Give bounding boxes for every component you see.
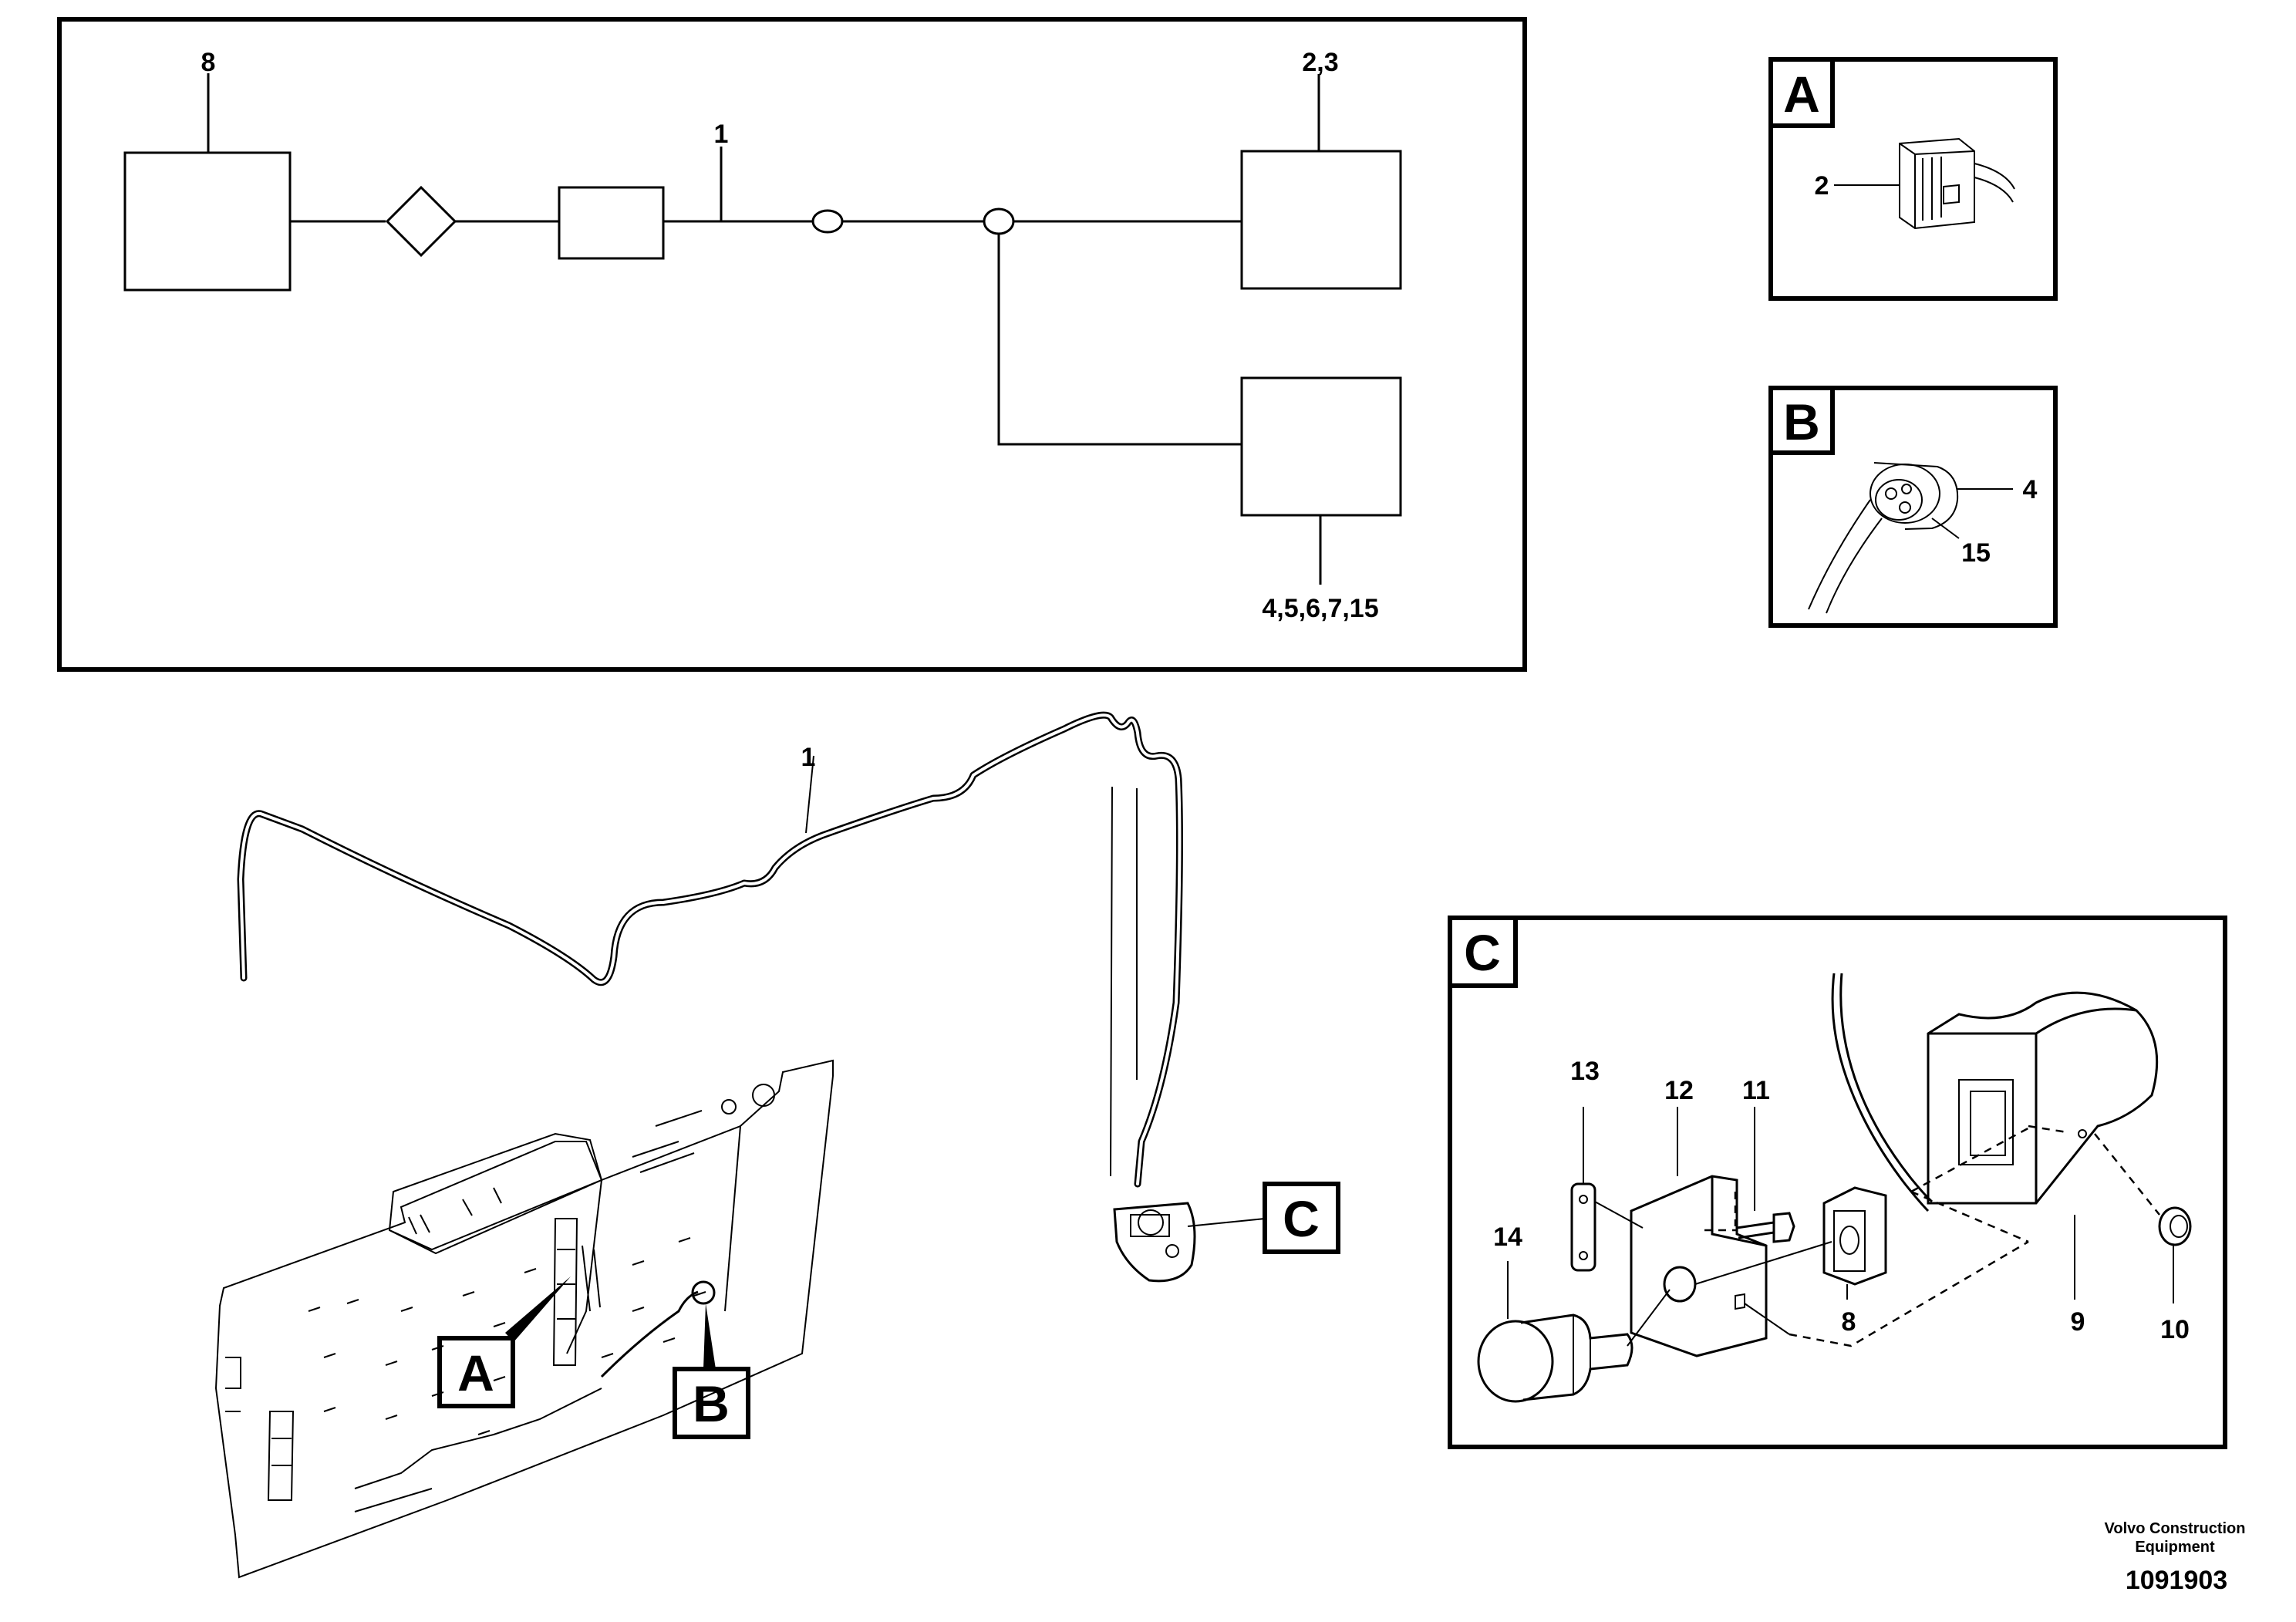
socket-icon [1808,462,1959,614]
dash-guide [1789,1240,2029,1347]
line-bracket [1744,1303,1790,1335]
label-4-15: 4,5,6,7,15 [1262,594,1378,623]
detail-c-frame [1448,916,2227,1449]
company-line-1: Volvo Construction [2105,1520,2246,1537]
switch-housing [1113,1202,1196,1283]
schematic-frame [57,17,1527,672]
detail-a-frame [1768,57,2058,301]
pointer-c: C [1283,1190,1320,1247]
button-part [1477,1313,1633,1403]
callout-9: 9 [2071,1307,2085,1337]
detail-b-frame [1768,386,2058,628]
callout-10: 10 [2160,1315,2190,1344]
leader-c [1187,1218,1266,1227]
detail-c-tag-box [1448,916,1518,988]
screw-part [1736,1212,1795,1243]
pointer-a-arrow [505,1276,571,1342]
callout-12: 12 [1664,1076,1694,1105]
label-2-3: 2,3 [1302,48,1338,77]
leader-1-harness [805,755,814,834]
drawing-number: 1091903 [2126,1566,2227,1595]
plate-part [1570,1182,1596,1272]
line-switch [1694,1241,1832,1285]
detail-a-tag-box [1768,57,1835,128]
cable-edge [1839,973,1934,1203]
nut-part [2158,1206,2192,1246]
connector-icon [1899,137,2015,230]
switch-part [1822,1186,1887,1286]
callout-11: 11 [1742,1076,1770,1105]
company-line-2: Equipment [2135,1539,2215,1556]
block-top-right [1240,150,1402,290]
branch-line [997,234,1242,446]
callout-14: 14 [1493,1222,1522,1252]
callout-8: 8 [1842,1307,1856,1337]
line-button [1627,1289,1671,1347]
block-fuse [558,186,665,260]
dash-cover [1910,1125,2068,1243]
callout-4: 4 [2023,475,2038,504]
block-bottom-right [1240,376,1402,517]
detail-b-tag: B [1783,393,1820,450]
pointer-b-arrow [703,1303,716,1369]
pointer-a: A [457,1344,494,1401]
cable [1831,973,1930,1212]
dash-screw [1704,1192,1737,1232]
footer: Volvo Construction Equipment 1091903 [2105,1520,2246,1595]
splice-circle [983,207,1015,235]
diamond-connector [385,185,457,258]
pointer-b-box[interactable] [673,1367,750,1439]
block-control-unit [123,151,292,292]
schematic-panel: 8 1 2,3 4,5,6,7,15 [57,17,1527,672]
dashboard-sketch [214,1059,834,1579]
callout-2: 2 [1815,171,1829,201]
detail-a-panel: A 2 [1768,57,2058,301]
pointer-a-box[interactable] [437,1336,515,1408]
dash-nut [2094,1133,2160,1216]
callout-15: 15 [1961,538,1991,568]
harness-wire [237,711,1183,1188]
detail-a-tag: A [1783,66,1820,123]
label-1-harness: 1 [801,743,816,772]
harness-wire-core [239,713,1182,1185]
line-plate [1594,1201,1644,1229]
pointer-c-box[interactable] [1263,1182,1340,1254]
detail-c-tag: C [1464,924,1501,981]
label-1-schematic: 1 [714,120,729,149]
bracket-part [1630,1175,1768,1357]
leader-15 [1931,518,1960,539]
label-8: 8 [201,48,216,77]
splice-oval [811,209,844,234]
pillar [1110,786,1138,1177]
detail-b-panel: B 4 15 [1768,386,2058,628]
cover-part [1927,991,2159,1205]
harness-view: 1 C [214,711,1340,1579]
detail-c-panel: C 9 10 8 [1448,916,2227,1449]
detail-b-tag-box [1768,386,1835,455]
pointer-b: B [693,1375,730,1432]
callout-13: 13 [1570,1057,1600,1086]
